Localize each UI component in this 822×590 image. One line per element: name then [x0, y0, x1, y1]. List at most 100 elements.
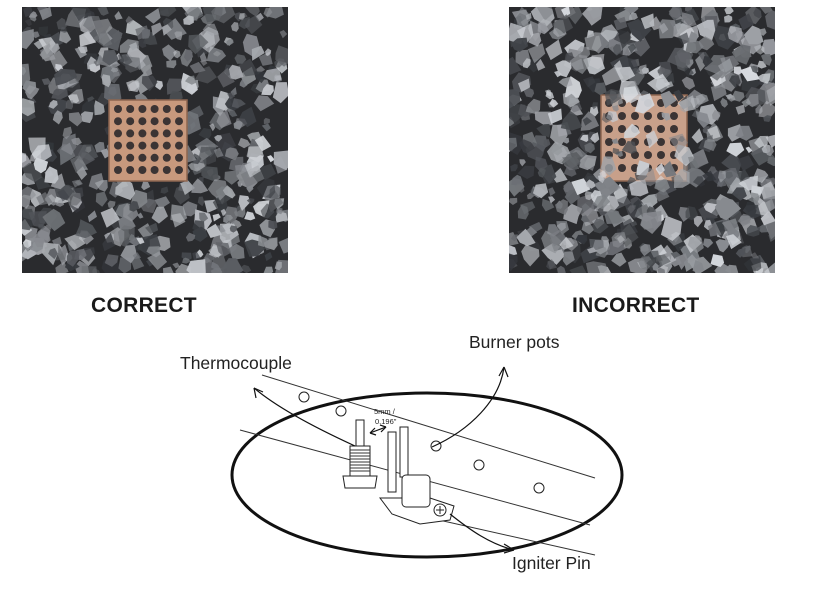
glass-pebble: [220, 208, 227, 217]
glass-pebble: [763, 115, 772, 122]
glass-pebble: [39, 42, 56, 62]
glass-pebble: [59, 30, 72, 44]
plate-hole: [150, 117, 159, 126]
glass-pebble: [627, 205, 636, 214]
glass-pebble: [640, 244, 652, 257]
glass-pebble: [57, 189, 70, 202]
plate-hole: [114, 105, 122, 113]
glass-pebble: [192, 251, 201, 261]
glass-pebble: [562, 90, 580, 108]
glass-pebble: [731, 187, 747, 201]
glass-pebble: [509, 56, 522, 75]
glass-pebble: [735, 125, 754, 141]
glass-pebble: [213, 147, 224, 158]
glass-pebble: [562, 156, 582, 169]
glass-pebble: [686, 89, 706, 109]
glass-pebble: [738, 13, 754, 31]
glass-pebble: [685, 206, 699, 221]
glass-pebble: [693, 215, 703, 228]
glass-pebble: [100, 148, 111, 159]
glass-pebble: [264, 251, 273, 262]
glass-pebble: [726, 142, 745, 157]
glass-pebble: [197, 146, 216, 165]
glass-pebble: [710, 254, 725, 267]
glass-pebble: [604, 89, 622, 106]
igniter-part: [379, 426, 455, 525]
glass-pebble: [527, 43, 546, 64]
glass-pebble: [246, 198, 255, 205]
glass-pebble: [554, 70, 563, 78]
plate-hole: [138, 166, 147, 174]
glass-pebble: [634, 93, 655, 114]
glass-pebble: [22, 63, 31, 90]
glass-pebble: [763, 195, 775, 212]
glass-pebble: [547, 108, 563, 124]
glass-pebble: [234, 54, 247, 64]
glass-pebble: [71, 179, 82, 188]
glass-pebble: [87, 56, 99, 70]
glass-pebble: [661, 161, 677, 178]
glass-pebble: [525, 12, 532, 20]
glass-pebble: [585, 261, 608, 273]
plate-hole: [618, 138, 626, 146]
glass-pebble: [201, 169, 209, 177]
glass-pebble: [621, 141, 637, 154]
glass-pebble: [704, 55, 728, 76]
glass-pebble: [542, 175, 556, 185]
glass-pebble: [729, 75, 741, 89]
glass-pebble: [668, 7, 681, 19]
plate-hole: [114, 153, 122, 162]
glass-pebble: [212, 213, 221, 222]
glass-pebble: [515, 183, 525, 193]
glass-pebble: [228, 64, 244, 80]
glass-pebble: [765, 134, 775, 148]
glass-pebble: [68, 112, 84, 127]
glass-pebble: [604, 209, 623, 224]
glass-pebble: [760, 210, 775, 226]
glass-pebble: [191, 178, 209, 194]
glass-pebble: [67, 192, 82, 206]
glass-pebble: [56, 17, 67, 30]
glass-pebble: [183, 15, 194, 25]
glass-pebble: [750, 65, 759, 74]
glass-pebble: [550, 124, 568, 148]
glass-pebble: [238, 106, 257, 128]
glass-pebble: [714, 221, 726, 238]
glass-pebble: [36, 192, 53, 206]
glass-pebble: [589, 105, 599, 117]
glass-pebble: [581, 220, 595, 235]
glass-pebble: [750, 252, 760, 259]
plate-hole: [644, 112, 652, 120]
glass-pebble: [276, 207, 283, 215]
glass-pebble: [660, 215, 682, 241]
glass-pebble: [258, 235, 269, 247]
glass-pebble: [102, 49, 119, 66]
burner-strip-lower: [429, 517, 596, 556]
glass-pebble: [48, 247, 58, 260]
glass-pebble: [760, 181, 775, 200]
glass-pebble: [657, 267, 666, 273]
glass-pebble: [173, 50, 181, 59]
plate-hole: [175, 153, 183, 162]
glass-pebble: [633, 199, 643, 211]
glass-pebble: [265, 7, 284, 19]
glass-pebble: [275, 211, 288, 223]
glass-pebble: [582, 7, 603, 26]
glass-pebble: [724, 14, 733, 23]
glass-pebble: [207, 179, 229, 201]
glass-pebble: [254, 71, 266, 84]
glass-pebble: [55, 198, 65, 207]
caption-incorrect: INCORRECT: [572, 294, 700, 317]
plate-hole: [150, 129, 159, 138]
glass-pebble: [551, 142, 563, 156]
glass-pebble: [212, 197, 223, 211]
glass-pebble: [720, 97, 728, 108]
glass-pebble: [238, 58, 259, 77]
glass-pebble: [194, 66, 217, 84]
gap-metric-label: 5mm /: [374, 407, 396, 416]
gap-arrow-heads: [369, 424, 387, 436]
glass-pebble: [525, 98, 541, 115]
glass-pebble: [160, 186, 169, 194]
glass-pebble: [714, 197, 742, 221]
glass-pebble: [228, 156, 244, 173]
